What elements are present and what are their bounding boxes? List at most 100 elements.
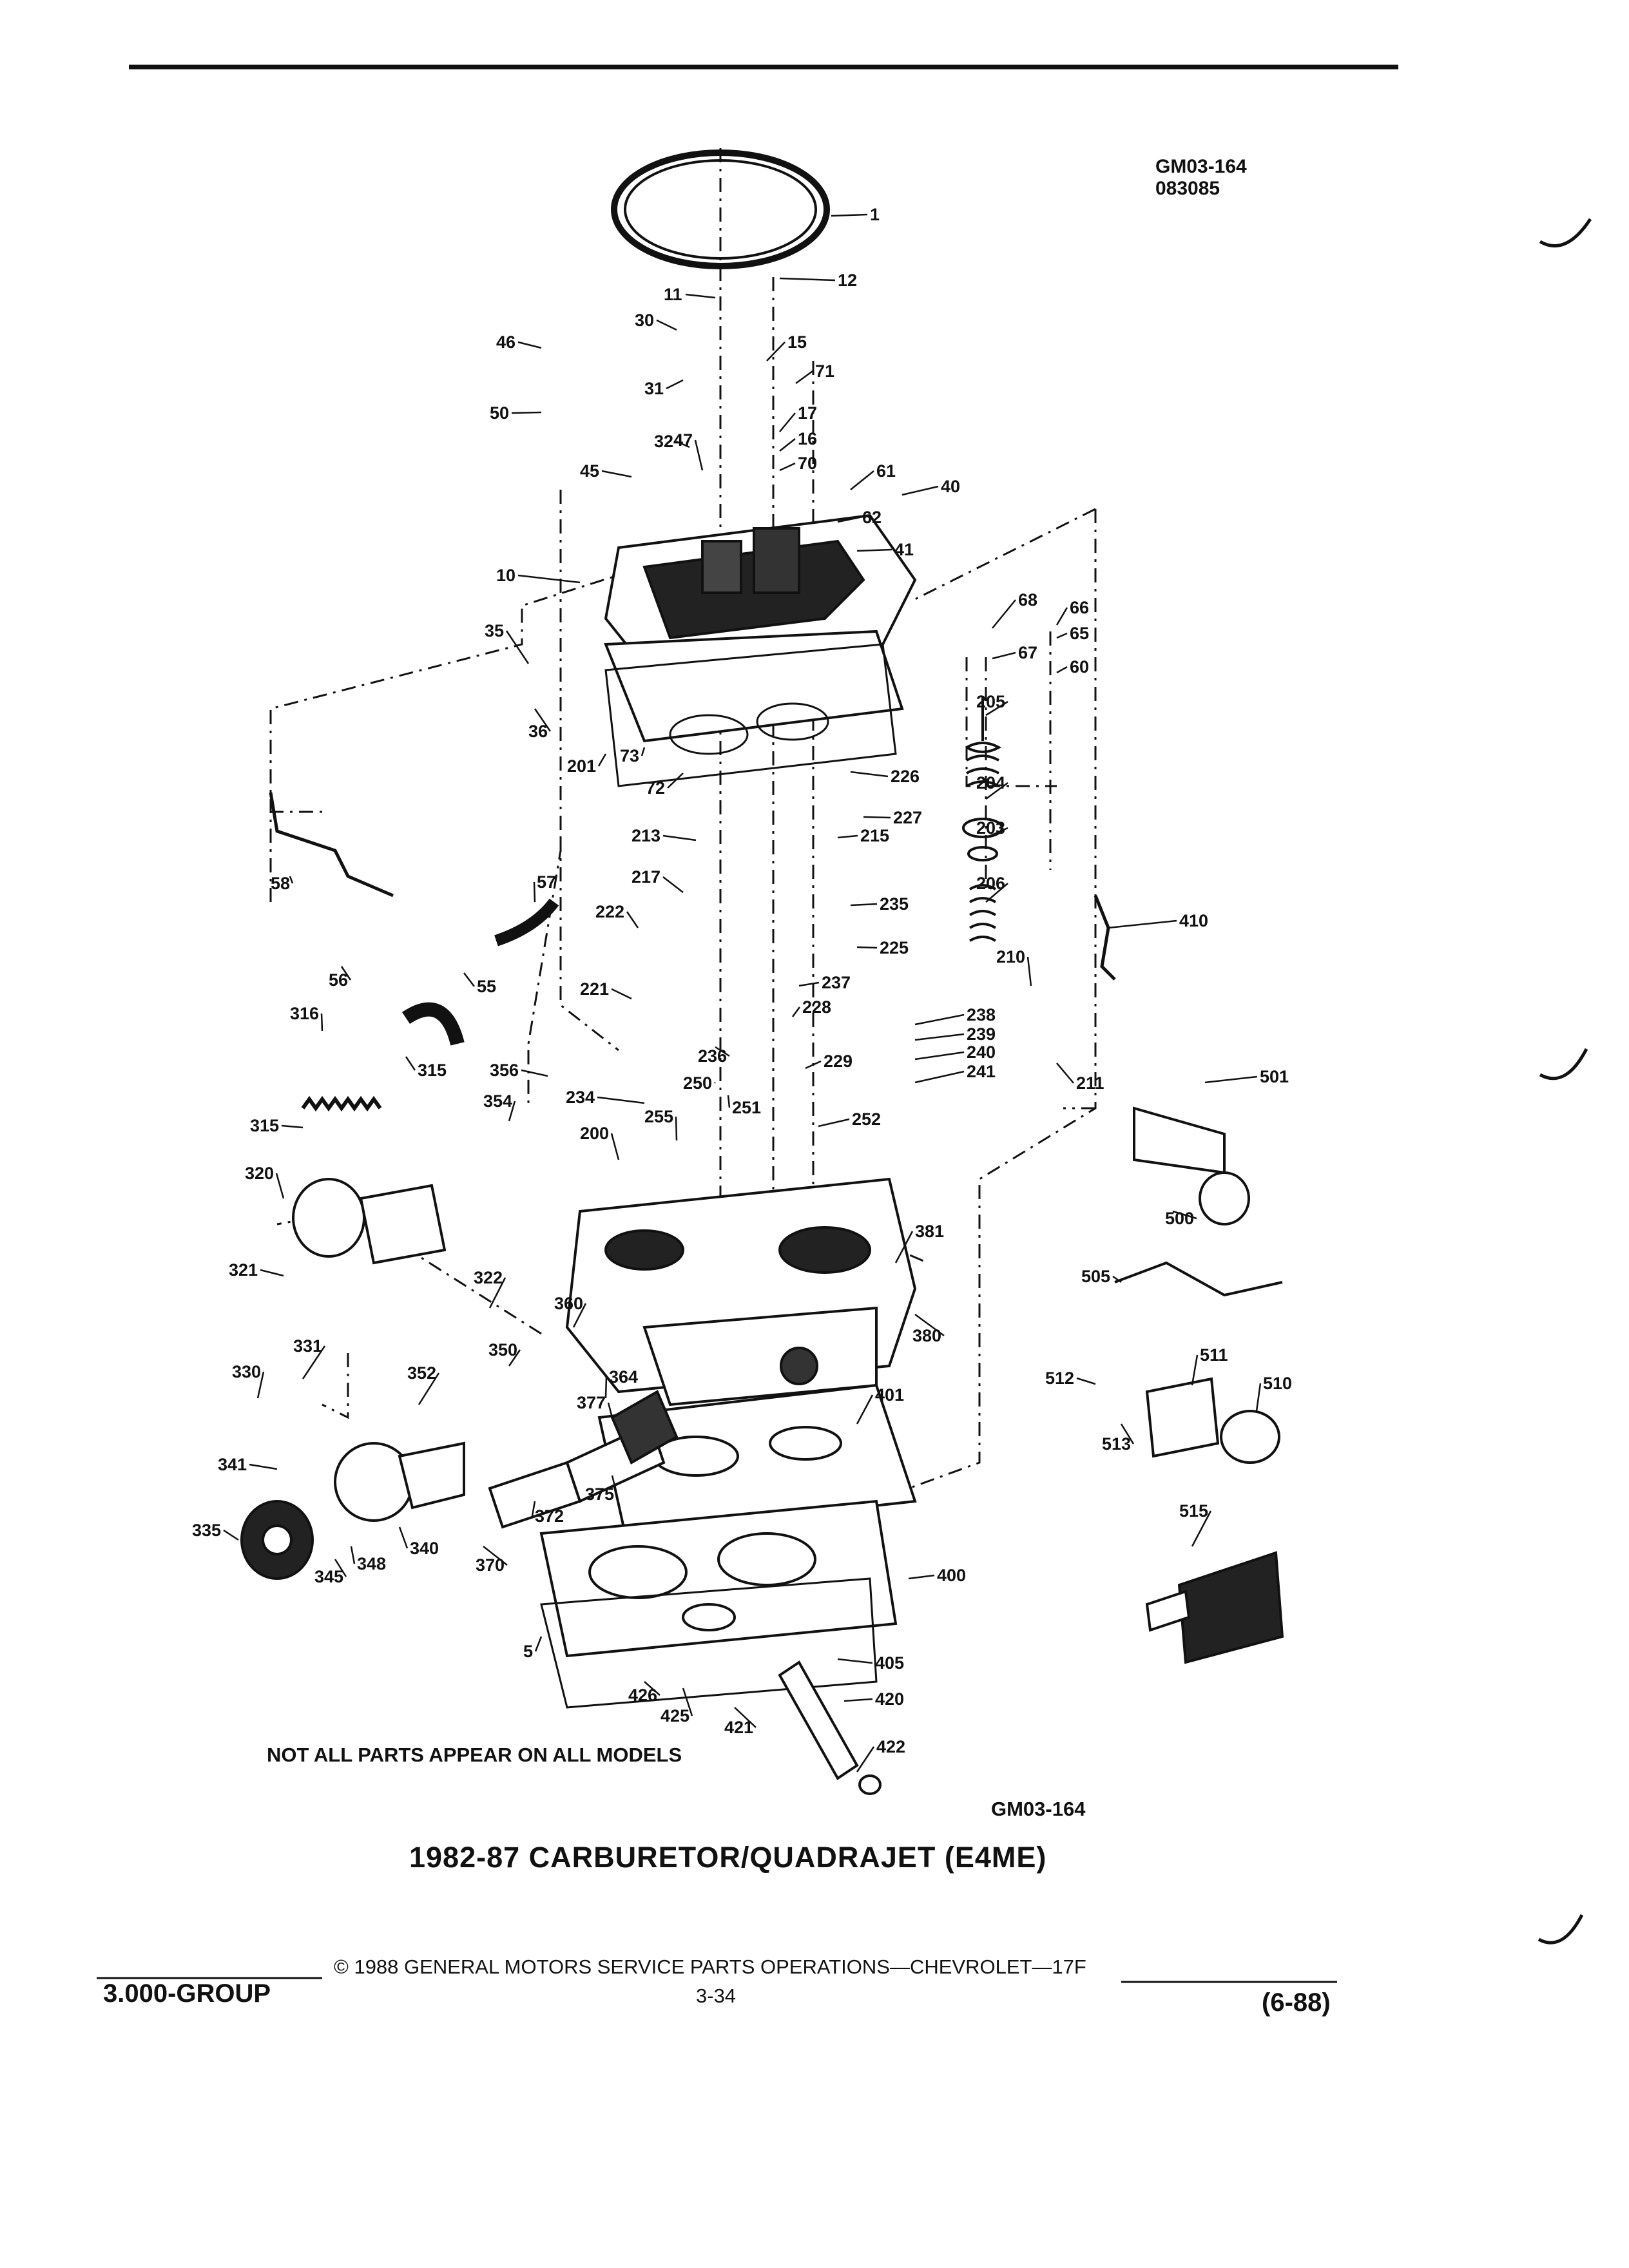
callout-label: 251 — [732, 1098, 761, 1117]
callout-leader — [675, 1116, 678, 1141]
callout-321: 321 — [229, 1260, 284, 1280]
callout-421: 421 — [724, 1707, 757, 1737]
callout-leader — [831, 213, 868, 217]
callout-label: 204 — [976, 773, 1005, 793]
callout-515: 515 — [1179, 1501, 1212, 1547]
callout-237: 237 — [798, 973, 851, 992]
callout-label: 70 — [798, 454, 817, 473]
callout-leader — [779, 438, 796, 452]
callout-leader — [985, 827, 1008, 839]
callout-label: 420 — [875, 1689, 904, 1709]
callout-label: 316 — [290, 1004, 319, 1023]
callout-206: 206 — [976, 874, 1008, 903]
callout-leader — [463, 972, 475, 987]
revision-date: (6-88) — [1262, 1988, 1331, 2017]
choke-rod-410 — [1094, 895, 1116, 981]
callout-leader — [685, 293, 716, 299]
callout-label: 58 — [271, 874, 290, 893]
callout-label: 206 — [976, 874, 1005, 893]
air-horn-gasket — [604, 643, 897, 787]
callout-228: 228 — [791, 997, 831, 1017]
callout-45: 45 — [580, 461, 632, 481]
callout-222: 222 — [595, 902, 639, 928]
callout-420: 420 — [843, 1689, 904, 1709]
callout-380: 380 — [912, 1313, 945, 1345]
callout-leader — [914, 1070, 965, 1084]
callout-236: 236 — [698, 1046, 730, 1066]
callout-leader — [597, 1096, 645, 1104]
callout-label: 228 — [802, 997, 831, 1017]
callout-238: 238 — [914, 1005, 996, 1026]
callout-200: 200 — [580, 1124, 620, 1160]
mixture-solenoid-510 — [1145, 1377, 1280, 1464]
callout-label: 255 — [644, 1107, 673, 1126]
callout-label: 62 — [862, 508, 882, 527]
callout-leader — [734, 1707, 757, 1728]
callout-label: 200 — [580, 1124, 609, 1143]
callout-203: 203 — [976, 818, 1008, 839]
callout-label: 66 — [1070, 598, 1089, 617]
callout-340: 340 — [398, 1526, 439, 1558]
callout-label: 67 — [1018, 643, 1037, 662]
air-cleaner-gasket — [611, 149, 830, 269]
callout-leader — [850, 470, 874, 490]
callout-leader — [666, 379, 684, 390]
callout-leader — [534, 1636, 543, 1652]
callout-label: 410 — [1179, 911, 1208, 930]
callout-1: 1 — [831, 205, 880, 224]
callout-label: 213 — [631, 826, 660, 845]
header-code-primary: GM03-164 — [1155, 156, 1247, 177]
pump-link-58 — [269, 792, 394, 898]
callout-381: 381 — [894, 1222, 944, 1264]
sensor-515 — [1145, 1551, 1284, 1664]
callout-leader — [901, 485, 939, 496]
callout-32: 32 — [654, 432, 690, 451]
callout-leader — [249, 1463, 278, 1470]
callout-leader — [894, 1231, 914, 1264]
callout-56: 56 — [329, 966, 352, 990]
callout-label: 40 — [941, 477, 960, 496]
callout-leader — [1191, 1510, 1212, 1547]
callout-label: 203 — [976, 818, 1005, 838]
callout-leader — [418, 1372, 440, 1405]
callout-46: 46 — [496, 332, 542, 352]
callout-356: 356 — [490, 1061, 548, 1080]
callout-label: 356 — [490, 1061, 519, 1080]
callout-label: 421 — [724, 1718, 753, 1737]
callout-leader — [863, 816, 891, 819]
callout-leader — [914, 1313, 945, 1337]
callout-250: 250 — [683, 1073, 716, 1093]
callout-leader — [334, 1559, 347, 1577]
callout-leader — [626, 911, 639, 928]
models-note: NOT ALL PARTS APPEAR ON ALL MODELS — [267, 1744, 682, 1766]
callout-label: 60 — [1070, 657, 1089, 677]
callout-label: 229 — [824, 1052, 853, 1071]
callout-401: 401 — [856, 1385, 904, 1425]
callout-label: 10 — [496, 566, 516, 585]
callout-label: 35 — [485, 621, 504, 640]
callout-204: 204 — [976, 773, 1008, 800]
page-title: 1982-87 CARBURETOR/QUADRAJET (E4ME) — [409, 1841, 1047, 1874]
callout-label: 512 — [1045, 1369, 1074, 1388]
callout-label: 15 — [787, 332, 807, 352]
callout-label: 5 — [523, 1642, 533, 1661]
callout-label: 57 — [537, 872, 556, 892]
callout-341: 341 — [218, 1455, 278, 1474]
callout-leader — [641, 747, 646, 756]
callout-leader — [275, 1173, 285, 1199]
callout-label: 515 — [1179, 1501, 1208, 1521]
callout-leader — [611, 1475, 618, 1495]
callout-leader — [798, 981, 820, 987]
callout-label: 221 — [580, 979, 609, 999]
callout-511: 511 — [1191, 1345, 1228, 1386]
group-label: 3.000-GROUP — [103, 1979, 271, 2008]
callout-label: 352 — [407, 1363, 436, 1383]
callout-leader — [644, 1681, 660, 1696]
callout-426: 426 — [628, 1681, 660, 1705]
callout-leader — [779, 412, 796, 432]
callout-leader — [281, 1124, 304, 1129]
callout-leader — [656, 319, 677, 331]
callout-label: 315 — [418, 1061, 447, 1080]
callout-500: 500 — [1165, 1209, 1197, 1228]
mixture-screw — [778, 1660, 882, 1795]
